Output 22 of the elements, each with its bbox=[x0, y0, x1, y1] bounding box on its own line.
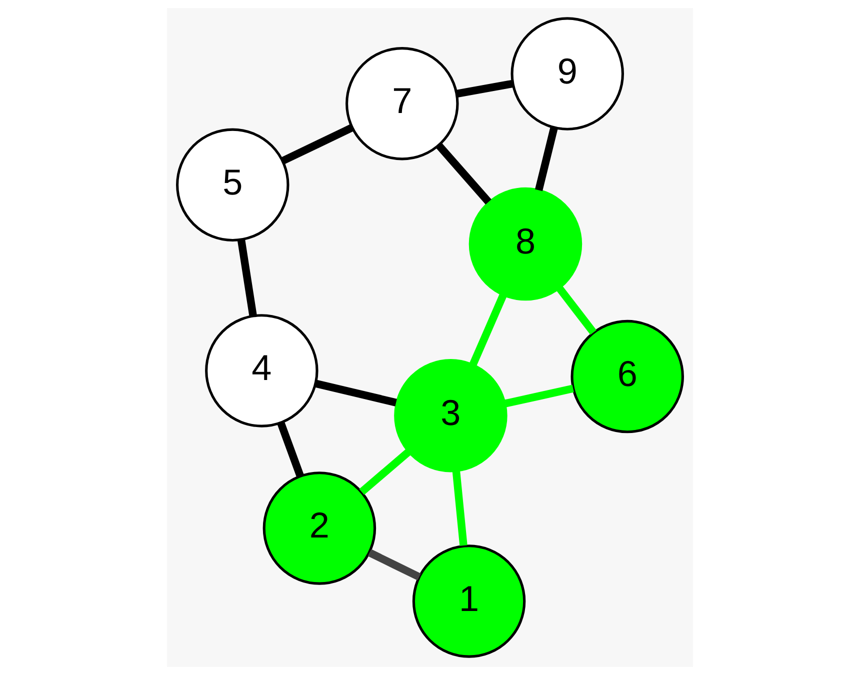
connector bbox=[470, 294, 507, 366]
node-circle: 3 bbox=[394, 358, 508, 472]
connector bbox=[277, 422, 304, 478]
connector bbox=[359, 448, 412, 495]
connector bbox=[314, 380, 397, 406]
connector bbox=[534, 126, 558, 192]
connector bbox=[280, 124, 354, 164]
node-circle: 4 bbox=[205, 314, 318, 428]
connector bbox=[237, 239, 257, 317]
node-circle: 8 bbox=[468, 187, 582, 301]
node-circle: 2 bbox=[262, 472, 376, 585]
node-circle: 5 bbox=[176, 128, 290, 242]
node-circle: 6 bbox=[570, 320, 684, 434]
connector bbox=[452, 470, 468, 546]
connector bbox=[456, 80, 513, 98]
node-circle: 7 bbox=[346, 47, 459, 160]
connector bbox=[368, 549, 421, 580]
node-circle: 9 bbox=[510, 17, 624, 130]
connector bbox=[504, 384, 574, 408]
connector bbox=[436, 143, 492, 204]
node-circle: 1 bbox=[412, 544, 526, 658]
connector bbox=[556, 286, 596, 335]
